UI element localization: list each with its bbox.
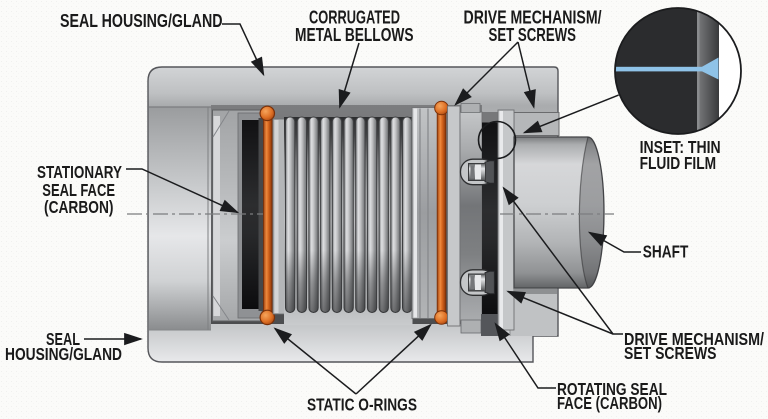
svg-text:FACE (CARBON): FACE (CARBON)	[557, 393, 662, 413]
svg-text:SEAL FACE: SEAL FACE	[42, 180, 115, 200]
svg-text:CORRUGATED: CORRUGATED	[309, 7, 400, 28]
svg-text:SHAFT: SHAFT	[643, 242, 689, 262]
svg-text:SET SCREWS: SET SCREWS	[624, 343, 717, 363]
svg-text:METAL BELLOWS: METAL BELLOWS	[295, 24, 414, 45]
svg-text:FLUID FILM: FLUID FILM	[640, 153, 717, 173]
svg-text:ROTATING SEAL: ROTATING SEAL	[557, 379, 667, 399]
svg-text:HOUSING/GLAND: HOUSING/GLAND	[5, 344, 122, 364]
svg-text:(CARBON): (CARBON)	[44, 197, 114, 217]
svg-text:SEAL HOUSING/GLAND: SEAL HOUSING/GLAND	[60, 10, 223, 31]
svg-text:SET SCREWS: SET SCREWS	[489, 24, 577, 45]
svg-text:DRIVE MECHANISM/: DRIVE MECHANISM/	[464, 7, 602, 28]
svg-text:DRIVE MECHANISM/: DRIVE MECHANISM/	[624, 329, 764, 349]
svg-text:INSET: THIN: INSET: THIN	[640, 137, 721, 157]
svg-text:STATIONARY: STATIONARY	[37, 162, 122, 182]
svg-text:STATIC O-RINGS: STATIC O-RINGS	[307, 395, 417, 415]
svg-text:SEAL: SEAL	[46, 329, 80, 349]
